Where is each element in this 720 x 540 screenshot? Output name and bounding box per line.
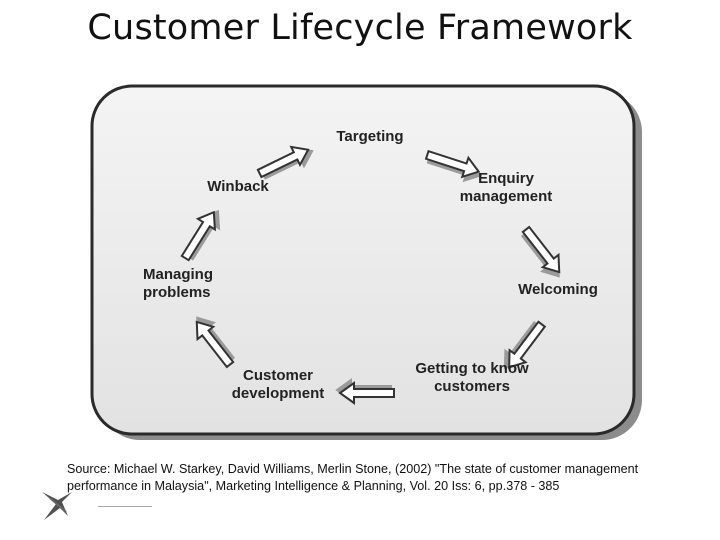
node-winback: Winback [207, 178, 269, 195]
lifecycle-diagram: Targeting Enquiry management Welcoming G… [86, 82, 646, 449]
publisher-logo [42, 492, 152, 520]
diagram-panel [90, 84, 636, 436]
source-citation: Source: Michael W. Starkey, David Willia… [67, 462, 639, 493]
node-enquiry-management: Enquiry management [459, 170, 553, 205]
node-customer-development: Customer development [231, 367, 325, 402]
node-managing-problems: Managing problems [143, 266, 213, 301]
diagram-canvas [90, 84, 642, 440]
node-targeting: Targeting [336, 128, 404, 145]
node-getting-to-know-customers: Getting to know customers [415, 360, 529, 395]
slide-title: Customer Lifecycle Framework [87, 8, 633, 48]
node-welcoming: Welcoming [518, 281, 598, 298]
